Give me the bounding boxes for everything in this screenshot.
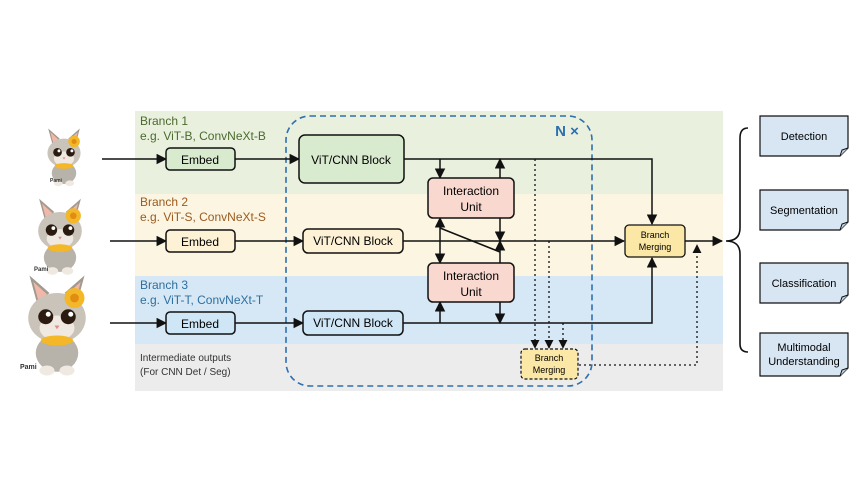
connectors (102, 153, 724, 329)
intermediate-branch-merging-box: Branch Merging (520, 348, 579, 380)
intermediate-band (135, 344, 723, 391)
block-label: ViT/CNN Block (313, 234, 394, 248)
interaction-unit-label: Unit (460, 285, 482, 299)
branch-2-example: e.g. ViT-S, ConvNeXt-S (140, 210, 266, 224)
cat-image-small: Pami (47, 128, 81, 187)
n-times-loop-region (285, 115, 593, 387)
branch-merging-label: Branch (641, 230, 670, 240)
n-times-label: N × (555, 123, 579, 140)
interaction-unit-1: Interaction Unit (427, 177, 515, 219)
task-label: Classification (772, 278, 837, 290)
interaction-unit-label: Interaction (443, 269, 499, 283)
embed-box-3: Embed (165, 311, 236, 335)
vit-cnn-block-2: ViT/CNN Block (302, 228, 404, 254)
task-multimodal-understanding: Multimodal Understanding (759, 332, 849, 377)
cat-image-medium: Pami (34, 198, 82, 275)
intermediate-connectors (530, 159, 702, 366)
task-classification: Classification (759, 262, 849, 304)
task-label: Understanding (768, 356, 840, 368)
branch-3-title: Branch 3 (140, 278, 188, 292)
cat-name-label: Pami (20, 364, 37, 371)
embed-box-1: Embed (165, 147, 236, 171)
branch-1-example: e.g. ViT-B, ConvNeXt-B (140, 129, 266, 143)
embed-label: Embed (181, 153, 219, 167)
task-segmentation: Segmentation (759, 189, 849, 231)
intermediate-outputs-label: Intermediate outputs (140, 353, 231, 364)
task-detection: Detection (759, 115, 849, 157)
cat-name-label: Pami (34, 267, 49, 273)
cat-name-label: Pami (50, 178, 63, 184)
embed-label: Embed (181, 317, 219, 331)
vit-cnn-block-1: ViT/CNN Block (298, 134, 405, 184)
output-brace (725, 127, 749, 353)
branch-merging-label: Branch (535, 353, 564, 363)
vit-cnn-block-3: ViT/CNN Block (302, 310, 404, 336)
branch-merging-label: Merging (639, 242, 672, 252)
branch-2-title: Branch 2 (140, 195, 188, 209)
interaction-unit-2: Interaction Unit (427, 262, 515, 303)
branch-3-example: e.g. ViT-T, ConvNeXt-T (140, 293, 264, 307)
embed-label: Embed (181, 235, 219, 249)
task-label: Multimodal (777, 342, 830, 354)
block-label: ViT/CNN Block (311, 153, 392, 167)
branch-1-title: Branch 1 (140, 114, 188, 128)
interaction-unit-label: Unit (460, 200, 482, 214)
interaction-unit-label: Interaction (443, 184, 499, 198)
embed-box-2: Embed (165, 229, 236, 253)
task-label: Segmentation (770, 205, 838, 217)
branch-merging-box: Branch Merging (624, 224, 686, 258)
intermediate-outputs-note: (For CNN Det / Seg) (140, 367, 231, 378)
task-label: Detection (781, 131, 827, 143)
cat-image-large: Pami (20, 275, 86, 376)
branch-merging-label: Merging (533, 365, 566, 375)
block-label: ViT/CNN Block (313, 316, 394, 330)
